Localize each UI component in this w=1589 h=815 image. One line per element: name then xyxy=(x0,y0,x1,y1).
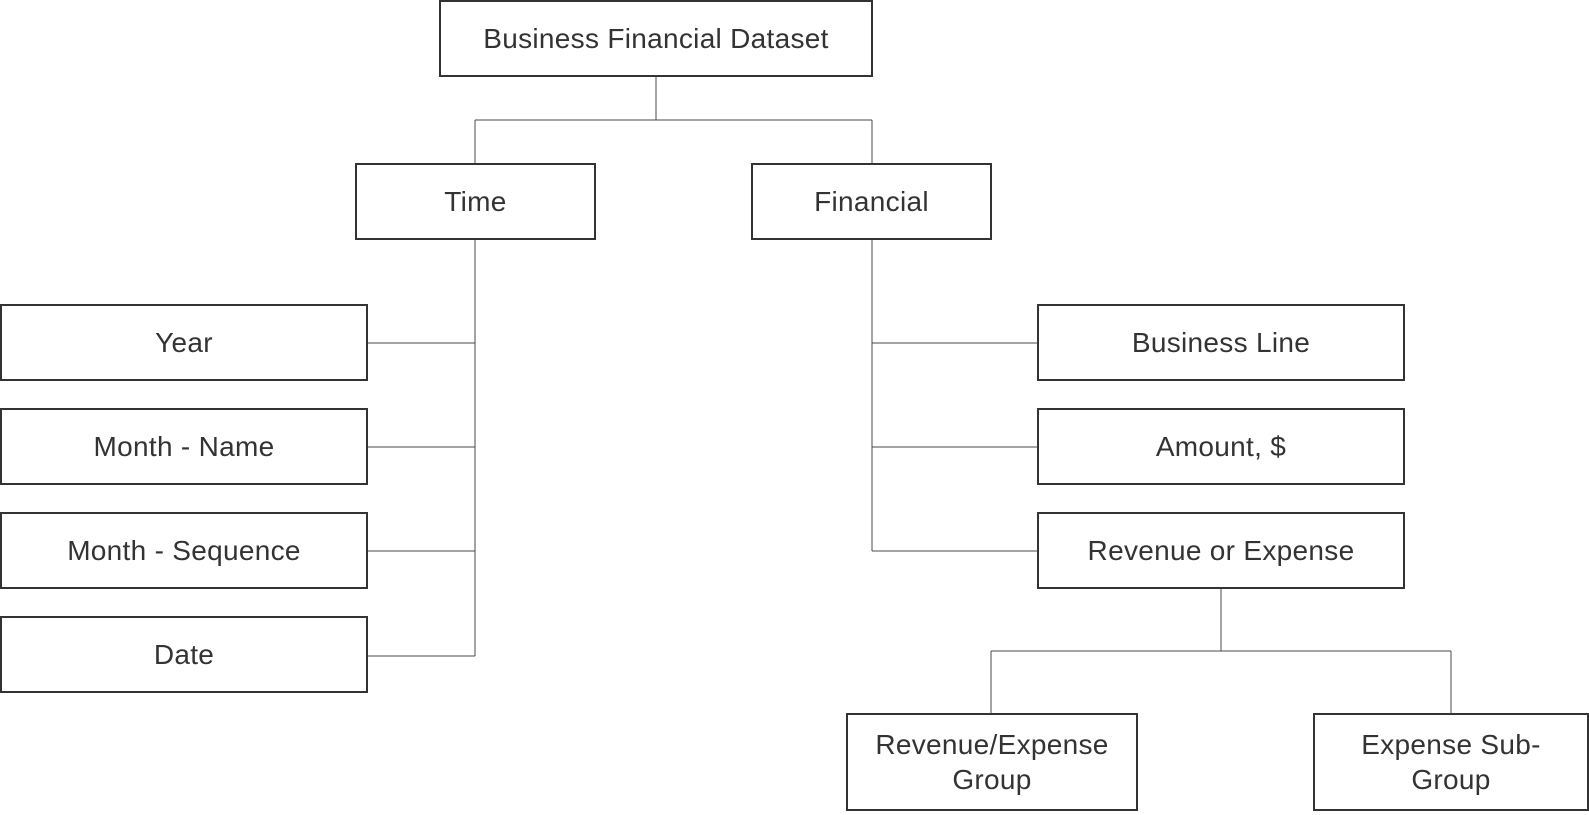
node-financial: Financial xyxy=(751,163,992,240)
node-amount: Amount, $ xyxy=(1037,408,1405,485)
node-revenue-or-expense: Revenue or Expense xyxy=(1037,512,1405,589)
node-label: Business Line xyxy=(1131,327,1311,358)
node-label: Date xyxy=(153,639,215,670)
node-label: Year xyxy=(155,327,213,358)
node-label: Time xyxy=(444,186,507,217)
node-time: Time xyxy=(355,163,596,240)
node-business-line: Business Line xyxy=(1037,304,1405,381)
node-label: Revenue or Expense xyxy=(1087,535,1355,566)
node-business-financial-dataset: Business Financial Dataset xyxy=(439,0,873,77)
node-revenue-expense-group: Revenue/Expense Group xyxy=(846,713,1138,811)
node-label: Month - Name xyxy=(93,431,275,462)
node-label: Financial xyxy=(814,186,929,217)
node-label: Expense Sub-Group xyxy=(1361,729,1541,795)
node-label: Month - Sequence xyxy=(67,535,301,566)
node-expense-sub-group: Expense Sub-Group xyxy=(1313,713,1589,811)
node-year: Year xyxy=(0,304,368,381)
node-label: Business Financial Dataset xyxy=(483,23,829,54)
node-label: Revenue/Expense Group xyxy=(875,729,1109,795)
node-label: Amount, $ xyxy=(1155,431,1287,462)
node-date: Date xyxy=(0,616,368,693)
node-month-sequence: Month - Sequence xyxy=(0,512,368,589)
node-month-name: Month - Name xyxy=(0,408,368,485)
